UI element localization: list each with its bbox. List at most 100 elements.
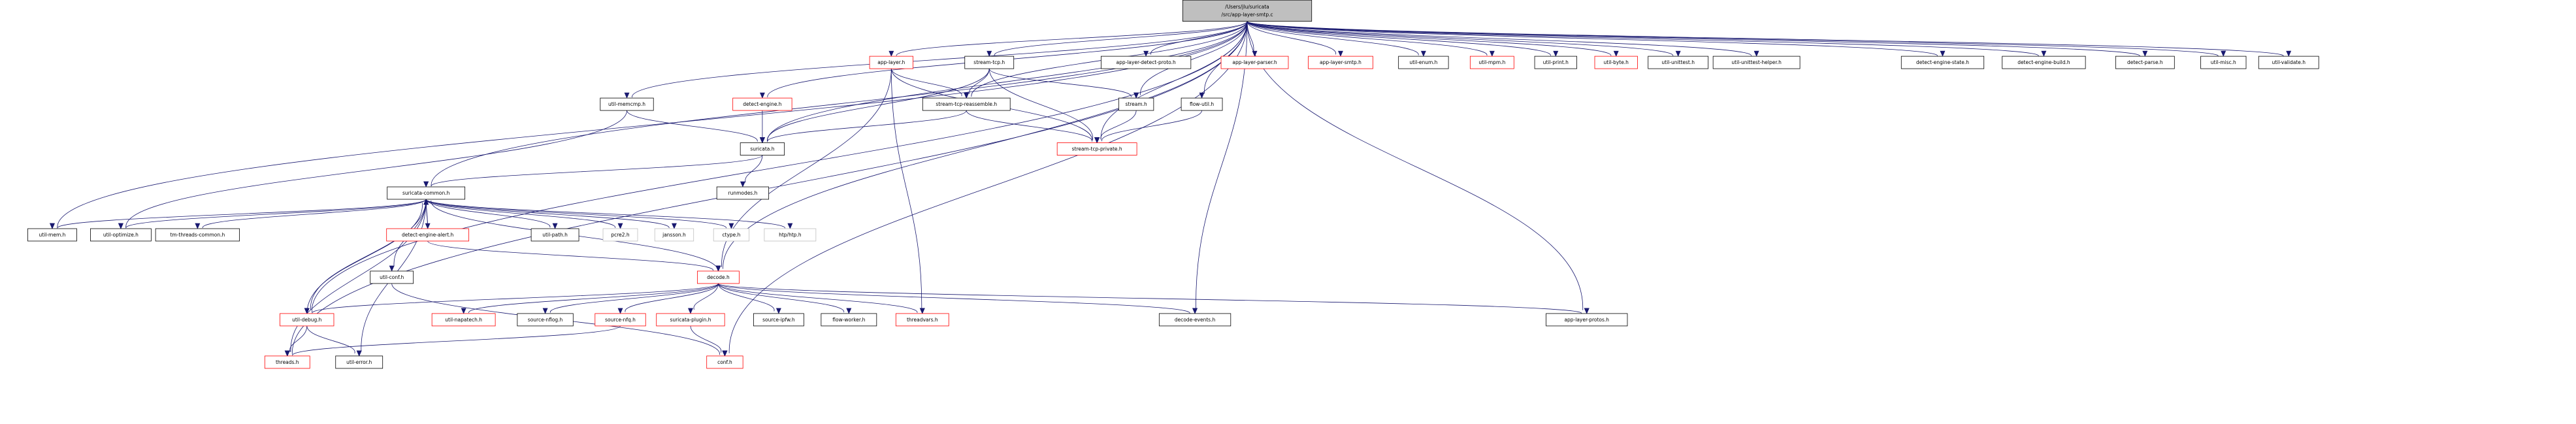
node-util-conf[interactable]: util-conf.h: [370, 270, 414, 284]
node-suricata-plugin[interactable]: suricata-plugin.h: [656, 313, 725, 327]
node-util-unittest[interactable]: util-unittest.h: [1648, 56, 1709, 69]
edge-suricata-common-to-ctype: [425, 199, 734, 229]
node-util-enum[interactable]: util-enum.h: [1398, 56, 1449, 69]
node-label: stream-tcp-reassemble.h: [936, 101, 997, 107]
node-stream-h[interactable]: stream.h: [1118, 97, 1154, 111]
edge-util-memcmp-to-suricata-h: [627, 110, 765, 144]
node-box: [264, 355, 310, 369]
node-source-nflog[interactable]: source-nflog.h: [517, 313, 574, 327]
node-util-print[interactable]: util-print.h: [1534, 56, 1577, 69]
node-box: [386, 228, 470, 242]
node-suricata-common[interactable]: suricata-common.h: [387, 186, 466, 200]
node-label: app-layer-detect-proto.h: [1117, 59, 1176, 65]
edge-detect-engine-alert-to-decode: [427, 240, 721, 272]
node-label: app-layer-parser.h: [1232, 59, 1277, 65]
edge-stream-h-to-stream-tcp-private: [1094, 110, 1137, 144]
node-box: [753, 313, 804, 327]
node-app-layer[interactable]: app-layer.h: [869, 56, 913, 69]
node-label: conf.h: [717, 359, 732, 365]
edge-util-debug-to-suricata-common: [306, 199, 429, 314]
node-source-nfq[interactable]: source-nfq.h: [595, 313, 646, 327]
node-box: [1118, 97, 1154, 111]
node-util-byte[interactable]: util-byte.h: [1594, 56, 1638, 69]
edge-decode-to-util-debug: [304, 283, 719, 314]
node-detect-parse[interactable]: detect-parse.h: [2115, 56, 2175, 69]
edge-root-to-app-layer-smtp-h: [1247, 21, 1343, 57]
node-box: [1534, 56, 1577, 69]
node-detect-engine-state[interactable]: detect-engine-state.h: [1900, 56, 1985, 69]
node-detect-engine-build[interactable]: detect-engine-build.h: [2002, 56, 2086, 69]
node-flow-worker[interactable]: flow-worker.h: [821, 313, 877, 327]
node-pcre2: pcre2.h: [602, 228, 638, 242]
node-label: util-unittest-helper.h: [1731, 59, 1782, 65]
node-label: util-path.h: [542, 232, 568, 238]
edge-root-to-util-validate: [1247, 21, 2292, 57]
node-tm-threads-common[interactable]: tm-threads-common.h: [155, 228, 240, 242]
edge-suricata-common-to-util-path: [425, 199, 558, 229]
node-label: app-layer-protos.h: [1564, 317, 1609, 323]
node-detect-engine[interactable]: detect-engine.h: [732, 97, 792, 111]
node-stream-tcp[interactable]: stream-tcp.h: [964, 56, 1015, 69]
edge-root-to-app-layer-detect-proto: [1143, 21, 1248, 57]
node-util-mem[interactable]: util-mem.h: [27, 228, 77, 242]
edge-root-to-util-memcmp: [624, 21, 1248, 99]
node-htp: htp/htp.h: [764, 228, 817, 242]
node-box: [732, 97, 792, 111]
edge-stream-tcp-reassemble-to-suricata-h: [759, 110, 967, 144]
node-box: [1220, 56, 1289, 69]
node-threadvars[interactable]: threadvars.h: [895, 313, 949, 327]
node-decode-events[interactable]: decode-events.h: [1158, 313, 1231, 327]
node-util-error[interactable]: util-error.h: [335, 355, 383, 369]
node-app-layer-detect-proto[interactable]: app-layer-detect-proto.h: [1100, 56, 1192, 69]
node-util-napatech[interactable]: util-napatech.h: [431, 313, 496, 327]
node-stream-tcp-private[interactable]: stream-tcp-private.h: [1056, 142, 1137, 155]
node-suricata-h[interactable]: suricata.h: [740, 142, 785, 155]
node-label: runmodes.h: [728, 190, 758, 196]
node-label: util-error.h: [346, 359, 372, 365]
node-label: suricata-common.h: [402, 190, 450, 196]
node-util-validate[interactable]: util-validate.h: [2258, 56, 2319, 69]
node-box: [1056, 142, 1137, 155]
node-label: pcre2.h: [611, 232, 630, 238]
node-label: app-layer-smtp.h: [1320, 59, 1361, 65]
edge-suricata-h-to-runmodes: [740, 155, 763, 188]
edge-root-to-suricata-h: [759, 21, 1248, 144]
edge-source-nfq-to-threads: [284, 325, 621, 357]
node-util-debug[interactable]: util-debug.h: [280, 313, 334, 327]
node-util-path[interactable]: util-path.h: [530, 228, 579, 242]
node-decode[interactable]: decode.h: [697, 270, 740, 284]
edge-suricata-common-to-jansson: [425, 199, 677, 229]
node-stream-tcp-reassemble[interactable]: stream-tcp-reassemble.h: [922, 97, 1011, 111]
node-app-layer-smtp-h[interactable]: app-layer-smtp.h: [1308, 56, 1373, 69]
node-runmodes[interactable]: runmodes.h: [716, 186, 770, 200]
node-label: source-nfq.h: [605, 317, 636, 323]
node-label: app-layer.h: [877, 59, 905, 65]
node-box: [964, 56, 1015, 69]
edge-root-to-stream-tcp: [986, 21, 1248, 57]
node-conf[interactable]: conf.h: [706, 355, 743, 369]
node-label: /Users/jlu/suricata: [1225, 4, 1269, 10]
edge-util-memcmp-to-util-optimize: [118, 110, 627, 229]
node-util-misc[interactable]: util-misc.h: [2200, 56, 2247, 69]
node-detect-engine-alert[interactable]: detect-engine-alert.h: [386, 228, 470, 242]
node-box: [1900, 56, 1985, 69]
node-flow-util[interactable]: flow-util.h: [1181, 97, 1223, 111]
node-box: [1398, 56, 1449, 69]
node-app-layer-protos[interactable]: app-layer-protos.h: [1546, 313, 1628, 327]
node-app-layer-parser[interactable]: app-layer-parser.h: [1220, 56, 1289, 69]
edge-root-to-util-misc: [1247, 21, 2226, 57]
node-box: [2258, 56, 2319, 69]
node-threads[interactable]: threads.h: [264, 355, 310, 369]
node-box: [517, 313, 574, 327]
node-util-unittest-helper[interactable]: util-unittest-helper.h: [1712, 56, 1801, 69]
node-box: [602, 228, 638, 242]
edge-decode-to-app-layer-protos: [718, 283, 1590, 314]
node-util-optimize[interactable]: util-optimize.h: [90, 228, 152, 242]
node-label: source-ipfw.h: [762, 317, 795, 323]
node-util-mpm[interactable]: util-mpm.h: [1469, 56, 1514, 69]
node-source-ipfw[interactable]: source-ipfw.h: [753, 313, 804, 327]
node-util-memcmp[interactable]: util-memcmp.h: [600, 97, 654, 111]
node-box: [530, 228, 579, 242]
node-box: [27, 228, 77, 242]
